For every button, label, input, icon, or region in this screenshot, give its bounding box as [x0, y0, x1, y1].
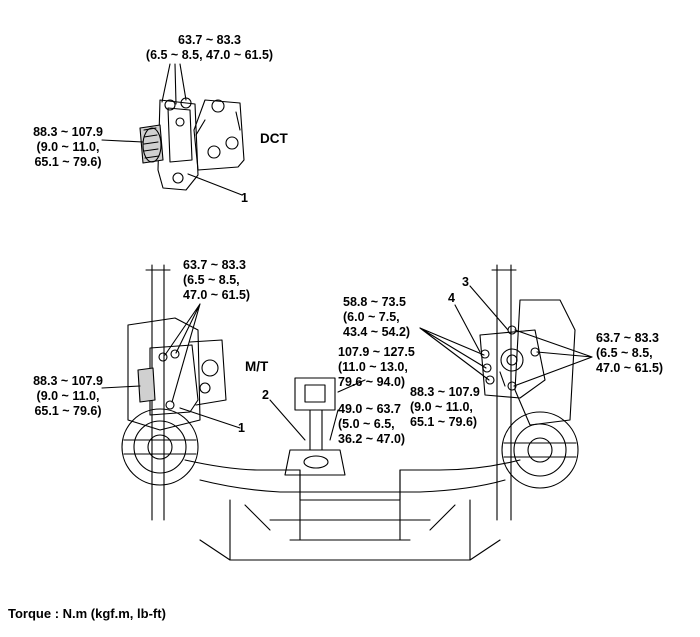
torque-line: 79.6 ~ 94.0): [338, 375, 406, 389]
torque-line: 65.1 ~ 79.6): [410, 415, 478, 429]
torque-line: 49.0 ~ 63.7: [338, 402, 401, 416]
torque-line: (11.0 ~ 13.0,: [338, 360, 408, 374]
mt-callout-1: 1: [238, 421, 245, 435]
mt-left-torque-label: 88.3 ~ 107.9 (9.0 ~ 11.0, 65.1 ~ 79.6): [28, 374, 108, 419]
torque-line: 58.8 ~ 73.5: [343, 295, 406, 309]
dct-mount-illustration: [101, 63, 245, 196]
torque-line: 88.3 ~ 107.9: [33, 374, 103, 388]
torque-line: (6.5 ~ 8.5,: [183, 273, 240, 287]
torque-line: 65.1 ~ 79.6): [34, 155, 102, 169]
right-side-torque-label: 63.7 ~ 83.3 (6.5 ~ 8.5, 47.0 ~ 61.5): [596, 331, 688, 376]
torque-line: (6.5 ~ 8.5, 47.0 ~ 61.5): [145, 48, 274, 62]
torque-line: 88.3 ~ 107.9: [33, 125, 103, 139]
torque-line: (6.5 ~ 8.5,: [596, 346, 653, 360]
torque-line: 107.9 ~ 127.5: [338, 345, 415, 359]
dct-callout-1: 1: [241, 191, 248, 205]
torque-line: (5.0 ~ 6.5,: [338, 417, 395, 431]
torque-line: 47.0 ~ 61.5): [596, 361, 664, 375]
subframe-illustration: [101, 264, 593, 561]
torque-line: (9.0 ~ 11.0,: [36, 140, 100, 154]
torque-line: 43.4 ~ 54.2): [343, 325, 411, 339]
torque-line: (9.0 ~ 11.0,: [410, 400, 473, 414]
center-upper-torque-label: 107.9 ~ 127.5 (11.0 ~ 13.0, 79.6 ~ 94.0): [338, 345, 428, 390]
right-callout-3: 3: [462, 275, 469, 289]
torque-line: 63.7 ~ 83.3: [178, 33, 241, 47]
torque-line: 63.7 ~ 83.3: [596, 331, 659, 345]
center-lower-torque-label: 49.0 ~ 63.7 (5.0 ~ 6.5, 36.2 ~ 47.0): [338, 402, 418, 447]
right-left-torque-label: 58.8 ~ 73.5 (6.0 ~ 7.5, 43.4 ~ 54.2): [343, 295, 423, 340]
torque-units-note: Torque : N.m (kgf.m, lb-ft): [8, 606, 166, 621]
dct-title-label: DCT: [260, 131, 288, 146]
mt-top-torque-label: 63.7 ~ 83.3 (6.5 ~ 8.5, 47.0 ~ 61.5): [183, 258, 263, 303]
right-callout-4: 4: [448, 291, 455, 305]
torque-line: 47.0 ~ 61.5): [183, 288, 251, 302]
torque-line: (9.0 ~ 11.0,: [36, 389, 100, 403]
center-callout-2: 2: [262, 388, 269, 402]
torque-line: 88.3 ~ 107.9: [410, 385, 480, 399]
torque-line: 65.1 ~ 79.6): [34, 404, 102, 418]
torque-line: 63.7 ~ 83.3: [183, 258, 246, 272]
right-lower-torque-label: 88.3 ~ 107.9 (9.0 ~ 11.0, 65.1 ~ 79.6): [410, 385, 498, 430]
torque-line: 36.2 ~ 47.0): [338, 432, 406, 446]
dct-top-torque-label: 63.7 ~ 83.3 (6.5 ~ 8.5, 47.0 ~ 61.5): [142, 33, 277, 63]
dct-left-torque-label: 88.3 ~ 107.9 (9.0 ~ 11.0, 65.1 ~ 79.6): [28, 125, 108, 170]
mt-title-label: M/T: [245, 359, 269, 374]
torque-line: (6.0 ~ 7.5,: [343, 310, 400, 324]
